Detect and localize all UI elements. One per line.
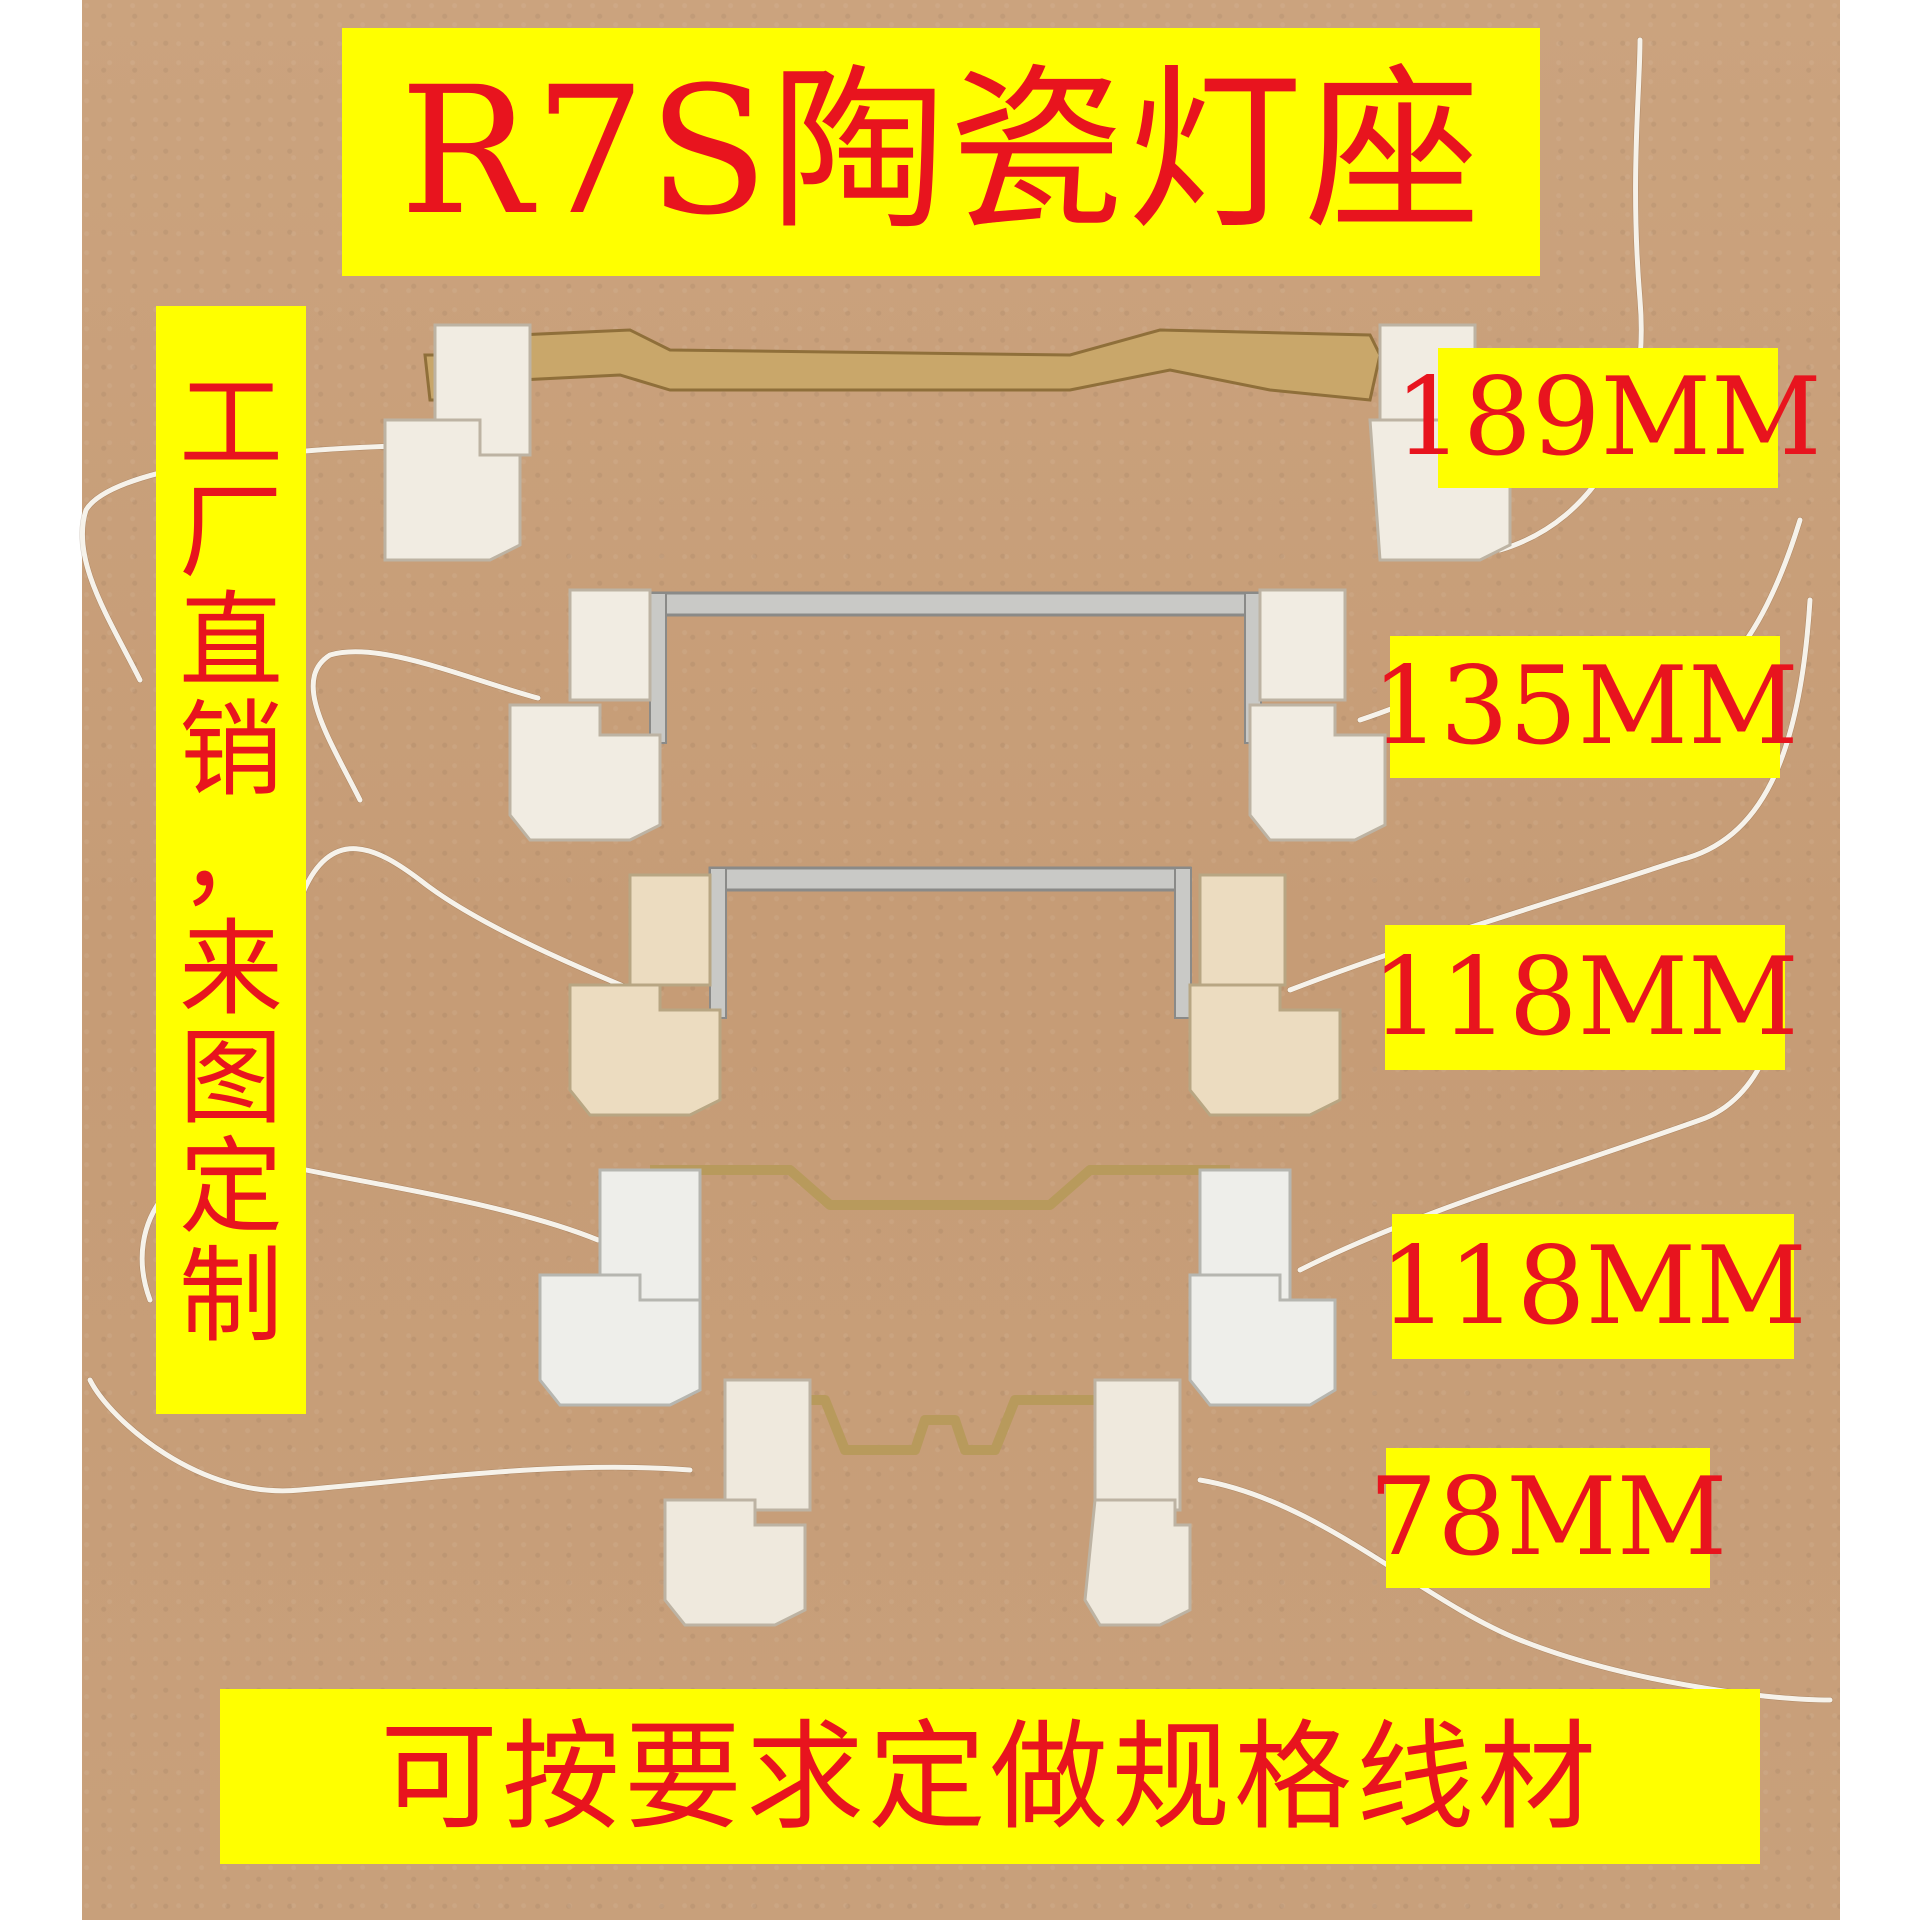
lamp-holder-118mm-cream [568, 866, 1342, 1117]
size-label-118mm-a: 118MM [1371, 925, 1799, 1070]
bottom-text: 可按要求定做规格线材 [379, 1707, 1600, 1846]
size-label-189mm: 189MM [1394, 348, 1822, 488]
image-border [0, 0, 82, 1920]
side-char: 直 [178, 580, 283, 703]
side-char: 销 [178, 689, 283, 812]
lamp-holder-189mm [383, 323, 1512, 562]
side-char: 定 [178, 1125, 283, 1248]
side-char: 厂 [178, 470, 283, 593]
title-text: R7S陶瓷灯座 [399, 49, 1483, 254]
size-label-text: 118MM [1379, 1223, 1807, 1349]
side-char: 制 [178, 1235, 283, 1358]
size-label-text: 189MM [1394, 355, 1822, 480]
title-banner: R7S陶瓷灯座 [342, 28, 1540, 276]
side-char: ， [178, 798, 283, 921]
side-char: 来 [178, 907, 283, 1030]
bottom-banner: 可按要求定做规格线材 [220, 1689, 1760, 1864]
side-banner: 工 厂 直 销 ， 来 图 定 制 [156, 306, 306, 1414]
lamp-holder-118mm-white [538, 1165, 1337, 1407]
side-char: 图 [178, 1016, 283, 1139]
size-label-text: 78MM [1368, 1455, 1728, 1580]
size-label-text: 135MM [1371, 644, 1799, 769]
lamp-holder-135mm [508, 588, 1387, 842]
lamp-holder-78mm [663, 1378, 1192, 1627]
side-char: 工 [178, 361, 283, 484]
size-label-78mm: 78MM [1369, 1448, 1727, 1588]
size-label-135mm: 135MM [1371, 636, 1799, 778]
size-label-118mm-b: 118MM [1379, 1214, 1807, 1359]
size-label-text: 118MM [1371, 934, 1799, 1060]
